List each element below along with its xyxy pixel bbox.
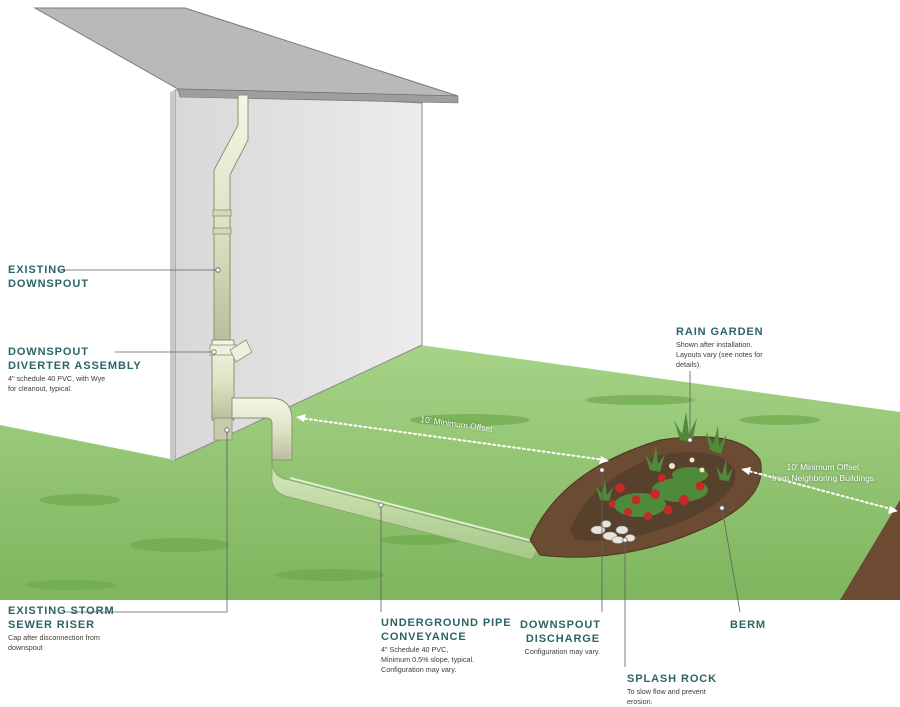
splash-rock-title: SPLASH ROCK [627,672,717,686]
callout-berm: BERM [730,618,766,632]
offset-label-neighbors: 10' Minimum Offset from Neighboring Buil… [772,462,874,484]
roof [35,8,458,96]
diverter-assembly-title: DOWNSPOUT DIVERTER ASSEMBLY [8,345,142,373]
existing-downspout-title: EXISTING DOWNSPOUT [8,263,89,291]
downspout-discharge-title: DOWNSPOUT DISCHARGE [520,618,600,646]
callout-splash-rock: SPLASH ROCK To slow flow and prevent ero… [627,672,717,707]
rain-garden-title: RAIN GARDEN [676,325,764,339]
pipe-conveyance-desc: 4" Schedule 40 PVC, Minimum 0.5% slope, … [381,645,512,675]
callout-pipe-conveyance: UNDERGROUND PIPE CONVEYANCE 4" Schedule … [381,616,512,675]
berm-title: BERM [730,618,766,632]
callout-downspout-discharge: DOWNSPOUT DISCHARGE Configuration may va… [520,618,600,657]
rain-garden-desc: Shown after installation. Layouts vary (… [676,340,764,370]
downspout-discharge-desc: Configuration may vary. [520,647,600,657]
splash-rock-desc: To slow flow and prevent erosion. [627,687,717,707]
callout-diverter-assembly: DOWNSPOUT DIVERTER ASSEMBLY 4" schedule … [8,345,142,394]
callout-rain-garden: RAIN GARDEN Shown after installation. La… [676,325,764,370]
storm-sewer-riser-desc: Cap after disconnection from downspout [8,633,115,653]
storm-sewer-riser-title: EXISTING STORM SEWER RISER [8,604,115,632]
diverter-assembly-desc: 4" schedule 40 PVC, with Wye for cleanou… [8,374,142,394]
callout-existing-downspout: EXISTING DOWNSPOUT [8,263,89,291]
pipe-conveyance-title: UNDERGROUND PIPE CONVEYANCE [381,616,512,644]
callout-storm-sewer-riser: EXISTING STORM SEWER RISER Cap after dis… [8,604,115,653]
